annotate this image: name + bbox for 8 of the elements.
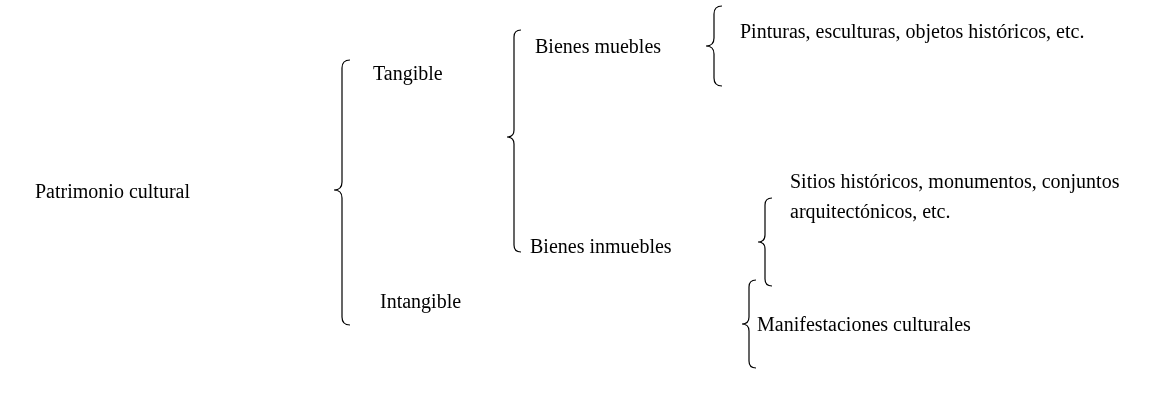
node-text: Sitios históricos, monumentos, conjuntos arquitectónicos, etc. bbox=[790, 169, 1121, 225]
node-text: Tangible bbox=[373, 61, 443, 87]
node-text: Patrimonio cultural bbox=[35, 179, 190, 204]
node-text: Bienes inmuebles bbox=[530, 234, 672, 259]
node-text: Pinturas, esculturas, objetos históricos, etc. bbox=[740, 19, 1086, 45]
node-text: Manifestaciones culturales bbox=[757, 312, 971, 337]
node-text: Bienes muebles bbox=[535, 34, 662, 59]
node-text: Intangible bbox=[380, 289, 462, 315]
